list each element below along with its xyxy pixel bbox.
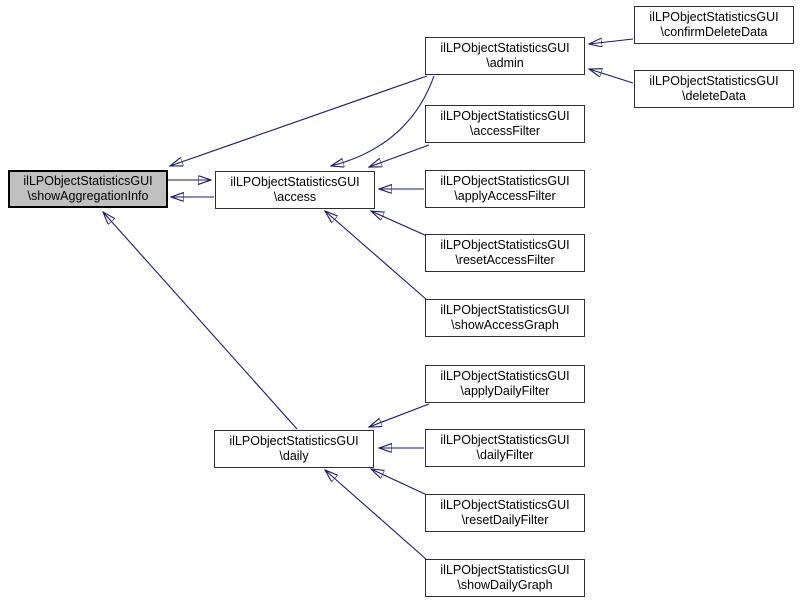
node-method-label: \showDailyGraph	[457, 578, 553, 592]
node-class-label: ilLPObjectStatisticsGUI	[440, 432, 570, 447]
node-method-label: \access	[273, 190, 317, 204]
node-method-label: \applyDailyFilter	[460, 384, 550, 398]
edge-deleteData-to-admin	[589, 69, 634, 84]
node-method-label: \resetDailyFilter	[461, 513, 549, 527]
node-class-label: ilLPObjectStatisticsGUI	[649, 73, 779, 88]
node-accessFilter[interactable]: ilLPObjectStatisticsGUI \accessFilter	[425, 105, 585, 143]
node-class-label: ilLPObjectStatisticsGUI	[440, 108, 570, 123]
node-method-label: \resetAccessFilter	[455, 253, 555, 267]
edge-resetAccessFilter-to-access	[371, 211, 428, 237]
node-access[interactable]: ilLPObjectStatisticsGUI \access	[215, 171, 375, 209]
edge-accessFilter-to-access	[369, 144, 430, 167]
edge-showAccessGraph-to-access	[325, 211, 428, 301]
node-class-label: ilLPObjectStatisticsGUI	[440, 497, 570, 512]
node-class-label: ilLPObjectStatisticsGUI	[230, 174, 360, 189]
node-method-label: \showAccessGraph	[451, 318, 559, 332]
node-showDailyGraph[interactable]: ilLPObjectStatisticsGUI \showDailyGraph	[425, 559, 585, 597]
node-deleteData[interactable]: ilLPObjectStatisticsGUI \deleteData	[634, 70, 794, 108]
node-class-label: ilLPObjectStatisticsGUI	[440, 302, 570, 317]
node-applyDailyFilter[interactable]: ilLPObjectStatisticsGUI \applyDailyFilte…	[425, 365, 585, 403]
node-showAggregationInfo: ilLPObjectStatisticsGUI \showAggregation…	[8, 170, 168, 208]
node-method-label: \deleteData	[682, 89, 746, 103]
node-class-label: ilLPObjectStatisticsGUI	[440, 173, 570, 188]
node-confirmDeleteData[interactable]: ilLPObjectStatisticsGUI \confirmDeleteDa…	[634, 6, 794, 44]
node-method-label: \confirmDeleteData	[660, 25, 768, 39]
edge-admin-to-showAggregationInfo	[170, 75, 428, 166]
node-dailyFilter[interactable]: ilLPObjectStatisticsGUI \dailyFilter	[425, 429, 585, 467]
node-admin[interactable]: ilLPObjectStatisticsGUI \admin	[425, 37, 585, 75]
node-applyAccessFilter[interactable]: ilLPObjectStatisticsGUI \applyAccessFilt…	[425, 170, 585, 208]
node-method-label: \daily	[279, 449, 309, 463]
node-class-label: ilLPObjectStatisticsGUI	[440, 237, 570, 252]
node-class-label: ilLPObjectStatisticsGUI	[440, 40, 570, 55]
node-method-label: \accessFilter	[469, 124, 541, 138]
edge-admin-to-access	[331, 75, 435, 166]
node-resetAccessFilter[interactable]: ilLPObjectStatisticsGUI \resetAccessFilt…	[425, 234, 585, 272]
edge-resetDailyFilter-to-daily	[371, 469, 428, 496]
node-class-label: ilLPObjectStatisticsGUI	[23, 173, 153, 188]
edge-applyDailyFilter-to-daily	[369, 403, 430, 427]
node-daily[interactable]: ilLPObjectStatisticsGUI \daily	[214, 430, 374, 468]
edge-showDailyGraph-to-daily	[325, 470, 428, 561]
node-resetDailyFilter[interactable]: ilLPObjectStatisticsGUI \resetDailyFilte…	[425, 494, 585, 532]
node-method-label: \admin	[486, 56, 524, 70]
node-showAccessGraph[interactable]: ilLPObjectStatisticsGUI \showAccessGraph	[425, 299, 585, 337]
node-class-label: ilLPObjectStatisticsGUI	[440, 562, 570, 577]
node-class-label: ilLPObjectStatisticsGUI	[440, 368, 570, 383]
node-class-label: ilLPObjectStatisticsGUI	[229, 433, 359, 448]
edge-daily-to-showAggregationInfo	[103, 212, 298, 430]
node-method-label: \applyAccessFilter	[454, 189, 556, 203]
edge-confirmDeleteData-to-admin	[589, 39, 634, 44]
node-class-label: ilLPObjectStatisticsGUI	[649, 9, 779, 24]
node-method-label: \showAggregationInfo	[27, 189, 149, 203]
node-method-label: \dailyFilter	[476, 448, 534, 462]
